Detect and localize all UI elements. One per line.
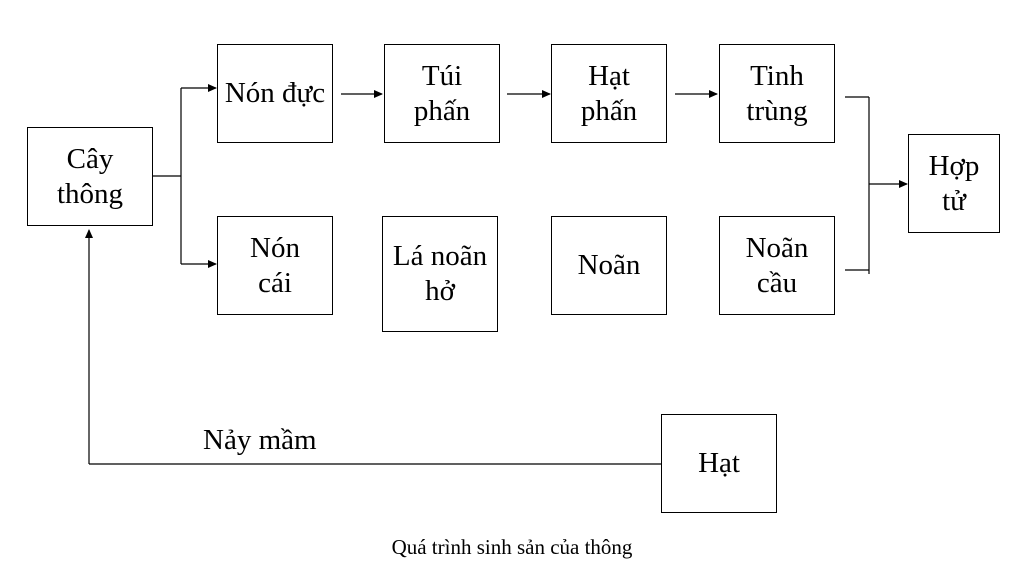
diagram-caption: Quá trình sinh sản của thông (391, 535, 633, 559)
node-noan: Noãn (551, 216, 667, 315)
germinate-label: Nảy mầm (203, 424, 317, 456)
node-non-duc: Nón đực (217, 44, 333, 143)
node-hat: Hạt (661, 414, 777, 513)
